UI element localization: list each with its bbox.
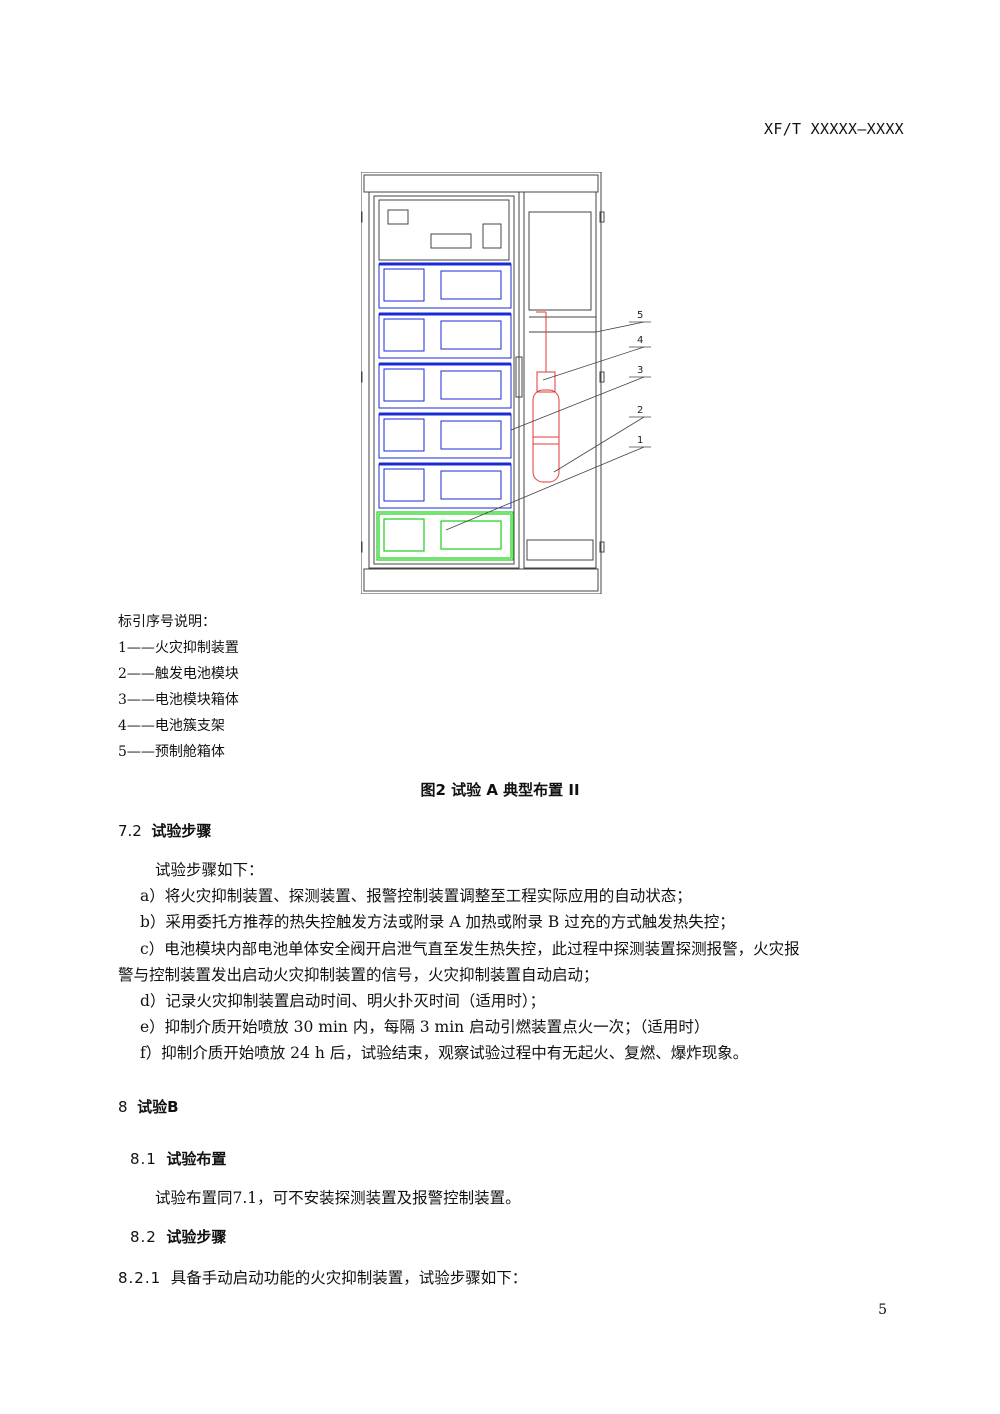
figure-caption: 图2 试验 A 典型布置 II [420, 781, 580, 799]
legend-item-4: 4——电池簇支架 [118, 718, 225, 734]
callout-2: 2 [637, 405, 643, 416]
step-e: e）抑制介质开始喷放 30 min 内，每隔 3 min 启动引燃装置点火一次；… [140, 1018, 710, 1036]
legend-item-2: 2——触发电池模块 [118, 666, 239, 682]
page-number: 5 [878, 1302, 887, 1318]
section-number: 7.2 [118, 822, 142, 840]
section-title: 试验步骤 [166, 1228, 227, 1246]
section-8-2-heading: 8.2 试验步骤 [130, 1226, 226, 1247]
step-b: b）采用委托方推荐的热失控触发方法或附录 A 加热或附录 B 过充的方式触发热失… [140, 913, 735, 931]
section-number: 8.1 [130, 1150, 157, 1168]
section-8-heading: 8 试验B [118, 1096, 179, 1117]
section-title: 试验B [137, 1098, 179, 1116]
section-8-1-heading: 8.1 试验布置 [130, 1148, 226, 1169]
battery-module-5 [378, 462, 512, 509]
document-code: XF/T XXXXX—XXXX [764, 120, 904, 138]
callout-4: 4 [637, 335, 643, 346]
section-number: 8 [118, 1098, 128, 1116]
section-title: 试验布置 [166, 1150, 227, 1168]
section-8-1-body: 试验布置同7.1，可不安装探测装置及报警控制装置。 [155, 1189, 521, 1207]
step-d: d）记录火灾抑制装置启动时间、明火扑灭时间（适用时）； [140, 992, 546, 1010]
steps-intro: 试验步骤如下： [155, 861, 264, 879]
section-title: 试验步骤 [151, 822, 212, 840]
step-c-continued: 警与控制装置发出启动火灾抑制装置的信号，火灾抑制装置自动启动； [118, 966, 599, 984]
battery-module-box [378, 412, 512, 459]
cabinet-outer-frame [360, 171, 602, 595]
step-f: f）抑制介质开始喷放 24 h 后，试验结束，观察试验过程中有无起火、复燃、爆炸… [140, 1044, 749, 1062]
legend-item-3: 3——电池模块箱体 [118, 692, 239, 708]
cabinet-drawing: 5 4 3 2 1 [357, 171, 651, 595]
legend-item-5: 5——预制舱箱体 [118, 744, 225, 760]
legend-title: 标引序号说明： [118, 614, 216, 630]
section-8-2-1: 8.2.1 具备手动启动功能的火灾抑制装置，试验步骤如下： [118, 1266, 527, 1288]
battery-module-1 [378, 262, 512, 309]
battery-cluster-frame [368, 191, 520, 569]
legend-item-1: 1——火灾抑制装置 [118, 640, 239, 656]
battery-module-2 [378, 312, 512, 359]
battery-module-3 [378, 362, 512, 409]
section-7-2-heading: 7.2 试验步骤 [118, 820, 211, 841]
prefab-cabin-chamber [523, 191, 597, 569]
section-number: 8.2.1 [118, 1269, 162, 1287]
control-panel-box [378, 199, 510, 261]
section-body: 具备手动启动功能的火灾抑制装置，试验步骤如下： [170, 1269, 528, 1287]
step-a: a）将火灾抑制装置、探测装置、报警控制装置调整至工程实际应用的自动状态； [140, 887, 692, 905]
trigger-battery-module [376, 511, 514, 561]
step-c: c）电池模块内部电池单体安全阀开启泄气直至发生热失控，此过程中探测装置探测报警，… [140, 940, 800, 958]
cabinet-figure: 5 4 3 2 1 [357, 171, 651, 595]
section-number: 8.2 [130, 1228, 157, 1246]
callout-3: 3 [637, 365, 643, 376]
callout-5: 5 [637, 310, 643, 321]
callout-1: 1 [637, 435, 643, 446]
fire-suppression-device [532, 311, 560, 483]
